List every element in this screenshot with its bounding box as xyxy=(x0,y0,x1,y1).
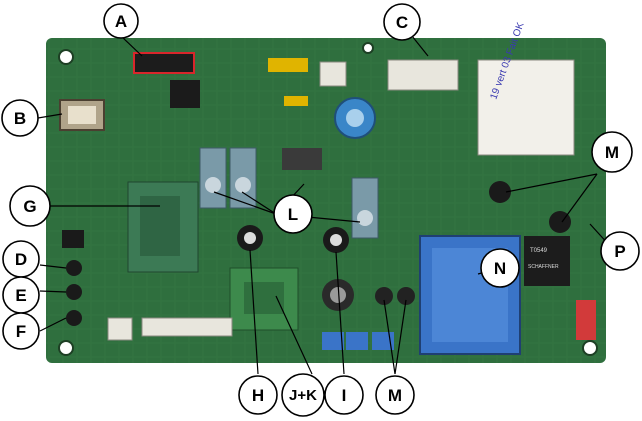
callout-m-top: M xyxy=(591,131,633,173)
left-connectors xyxy=(62,230,84,326)
callout-h: H xyxy=(238,375,278,415)
svg-text:G: G xyxy=(23,197,36,216)
leader-lines xyxy=(37,35,611,375)
svg-text:SCHAFFNER: SCHAFFNER xyxy=(528,264,559,270)
callout-d: D xyxy=(2,240,40,278)
svg-text:B: B xyxy=(14,109,26,128)
callout-n: N xyxy=(480,248,520,288)
svg-text:M: M xyxy=(605,143,619,162)
svg-text:I: I xyxy=(342,386,347,405)
mounting-hole xyxy=(362,42,374,54)
callout-p: P xyxy=(600,231,640,271)
callout-g: G xyxy=(9,185,51,227)
square-chip xyxy=(59,99,105,131)
mounting-hole xyxy=(582,340,598,356)
callout-e: E xyxy=(2,276,40,314)
electrolytic-capacitor xyxy=(322,279,354,311)
svg-text:H: H xyxy=(252,386,264,405)
callout-i: I xyxy=(324,375,364,415)
green-module xyxy=(127,181,199,273)
svg-text:M: M xyxy=(388,386,402,405)
callout-jk: J+K xyxy=(281,373,325,417)
mounting-hole xyxy=(58,49,74,65)
svg-text:P: P xyxy=(614,242,625,261)
top-connectors xyxy=(170,58,459,108)
callout-c: C xyxy=(383,3,421,41)
callout-f: F xyxy=(2,312,40,350)
blue-capacitor xyxy=(334,97,376,139)
svg-text:J+K: J+K xyxy=(289,387,317,404)
svg-text:C: C xyxy=(396,13,408,32)
svg-text:A: A xyxy=(115,12,127,31)
mounting-hole xyxy=(58,340,74,356)
filter-block: T0549 SCHAFFNER xyxy=(524,236,570,286)
callout-l: L xyxy=(273,194,313,234)
header-connector xyxy=(133,52,195,74)
callout-b: B xyxy=(1,99,39,137)
callout-a: A xyxy=(103,3,139,39)
potentiometer-i xyxy=(323,227,349,253)
handwritten-label: 19 vert 03 Fait OK xyxy=(477,21,575,156)
bottom-connectors xyxy=(107,300,596,350)
fuse-holders-bottom xyxy=(375,287,415,305)
svg-text:T0549: T0549 xyxy=(530,248,548,254)
callout-m-bottom: M xyxy=(375,375,415,415)
svg-text:F: F xyxy=(16,322,26,341)
svg-text:D: D xyxy=(15,250,27,269)
svg-text:E: E xyxy=(15,286,26,305)
svg-text:N: N xyxy=(494,259,506,278)
svg-text:L: L xyxy=(288,205,298,224)
potentiometer-h xyxy=(237,225,263,251)
